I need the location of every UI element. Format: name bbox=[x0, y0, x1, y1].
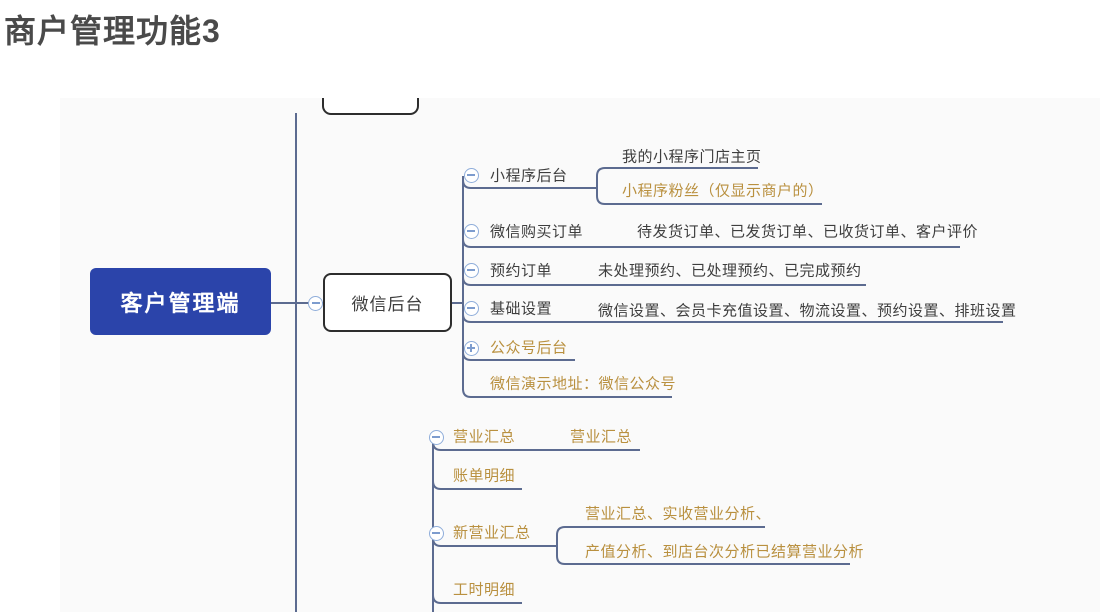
minus-circle-icon-mini-program[interactable] bbox=[463, 167, 479, 183]
node-new-business-summary[interactable]: 新营业汇总 bbox=[453, 524, 531, 542]
node-booking-order-content[interactable]: 未处理预约、已处理预约、已完成预约 bbox=[598, 262, 862, 280]
node-business-summary[interactable]: 营业汇总 bbox=[453, 428, 516, 446]
node-new-business-summary-line1[interactable]: 营业汇总、实收营业分析、 bbox=[585, 505, 772, 523]
node-basic-setting-content[interactable]: 微信设置、会员卡充值设置、物流设置、预约设置、排班设置 bbox=[598, 302, 1017, 320]
minus-circle-icon-purchase-order[interactable] bbox=[463, 223, 479, 239]
node-mini-program-home[interactable]: 我的小程序门店主页 bbox=[622, 148, 762, 166]
node-root[interactable]: 客户管理端 bbox=[90, 268, 271, 335]
node-wechat-demo-address[interactable]: 微信演示地址：微信公众号 bbox=[490, 375, 677, 393]
node-work-hour-detail[interactable]: 工时明细 bbox=[453, 581, 516, 599]
node-clipped-top[interactable] bbox=[322, 98, 419, 115]
plus-circle-icon-official-account[interactable] bbox=[463, 340, 479, 356]
node-wechat-backend-label: 微信后台 bbox=[351, 295, 424, 314]
node-mini-program-fans[interactable]: 小程序粉丝（仅显示商户的） bbox=[622, 182, 824, 200]
node-wechat-backend[interactable]: 微信后台 bbox=[323, 273, 452, 332]
node-official-account-backend[interactable]: 公众号后台 bbox=[490, 339, 568, 357]
node-mini-program-backend[interactable]: 小程序后台 bbox=[490, 167, 568, 185]
minus-circle-icon-booking-order[interactable] bbox=[463, 262, 479, 278]
node-bill-detail[interactable]: 账单明细 bbox=[453, 467, 516, 485]
node-new-business-summary-line2[interactable]: 产值分析、到店台次分析已结算营业分析 bbox=[585, 543, 865, 561]
node-purchase-order[interactable]: 微信购买订单 bbox=[490, 223, 584, 241]
node-basic-setting[interactable]: 基础设置 bbox=[490, 300, 553, 318]
minus-circle-icon-business-summary[interactable] bbox=[428, 429, 444, 445]
minus-circle-icon-new-business-summary[interactable] bbox=[428, 525, 444, 541]
node-root-label: 客户管理端 bbox=[120, 290, 241, 316]
node-purchase-order-content[interactable]: 待发货订单、已发货订单、已收货订单、客户评价 bbox=[637, 223, 979, 241]
page-title: 商户管理功能3 bbox=[4, 13, 221, 49]
minus-circle-icon-basic-setting[interactable] bbox=[463, 300, 479, 316]
node-booking-order[interactable]: 预约订单 bbox=[490, 262, 553, 280]
node-business-summary-content[interactable]: 营业汇总 bbox=[570, 428, 633, 446]
mindmap-canvas[interactable] bbox=[60, 98, 1100, 612]
minus-circle-icon-root-branch[interactable] bbox=[308, 295, 323, 311]
